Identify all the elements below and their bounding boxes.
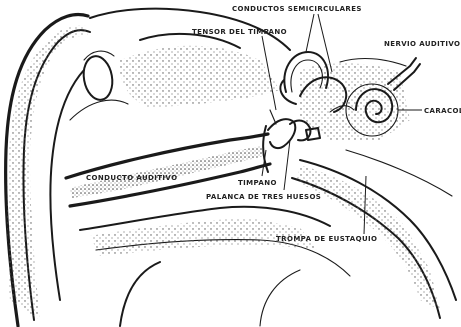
label-conducto-auditivo: CONDUCTO AUDITIVO <box>86 174 177 182</box>
label-timpano: TIMPANO <box>238 179 277 187</box>
label-nervio-group: NERVIO AUDITIVO <box>384 40 460 48</box>
label-tensor-del-timpano: TENSOR DEL TIMPANO <box>192 28 287 36</box>
outer-ear <box>6 15 128 326</box>
label-conductos-semicirculares: CONDUCTOS SEMICIRCULARES <box>232 5 362 13</box>
lower-structures <box>80 207 350 326</box>
label-conducto-auditivo-group: CONDUCTO AUDITIVO <box>86 174 177 182</box>
label-nervio-auditivo: NERVIO AUDITIVO <box>384 40 460 48</box>
label-caracol: CARACOL <box>424 107 461 115</box>
eustachian-tube <box>292 150 456 318</box>
label-palanca-de-tres-huesos: PALANCA DE TRES HUESOS <box>206 193 321 201</box>
label-trompa-de-eustaquio: TROMPA DE EUSTAQUIO <box>276 235 377 243</box>
